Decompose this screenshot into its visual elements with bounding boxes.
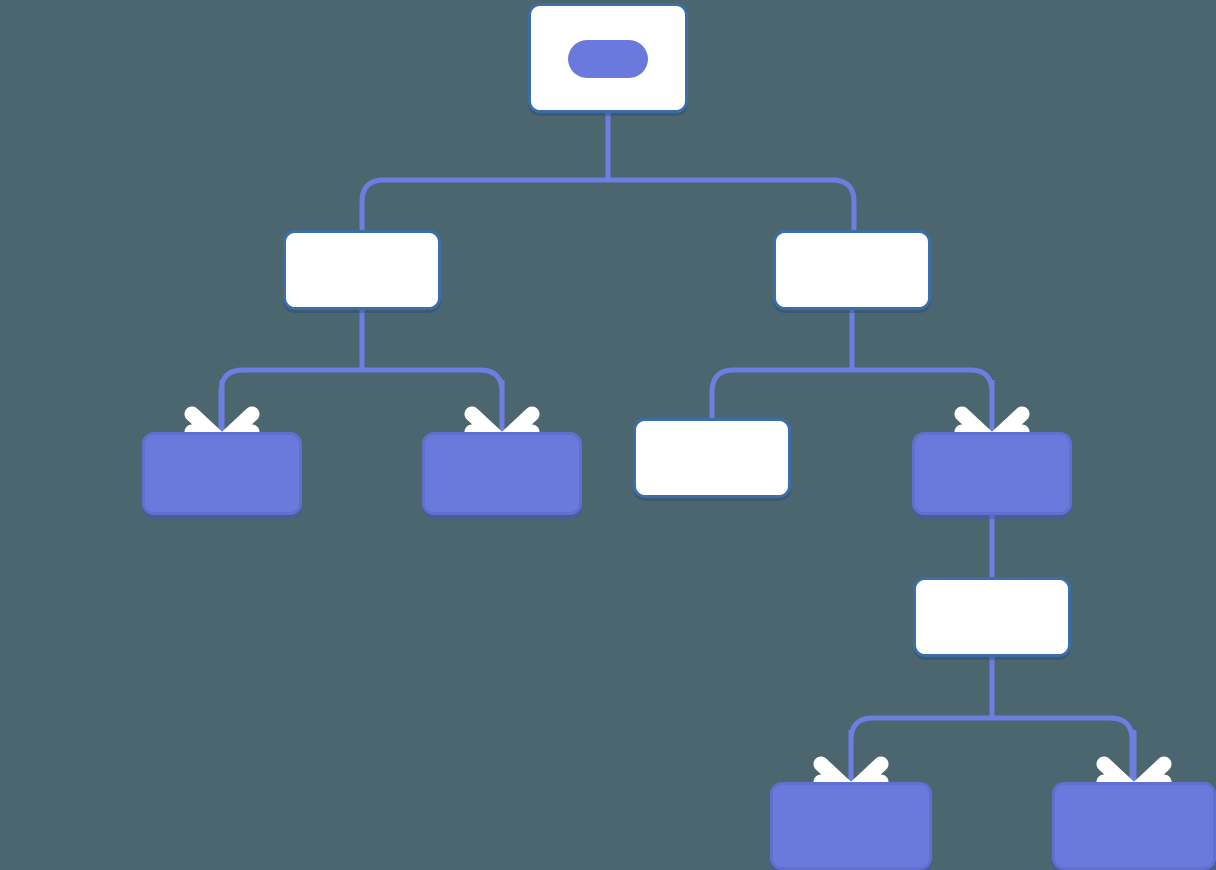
path-root-split	[359, 177, 857, 252]
leaf-node-g[interactable]	[1052, 782, 1216, 870]
leaf-node-b[interactable]	[422, 432, 582, 515]
detached-node-c[interactable]	[633, 418, 791, 498]
branch-node-left[interactable]	[283, 230, 441, 310]
branch-node-d[interactable]	[912, 432, 1072, 515]
root-pill	[568, 40, 648, 78]
branch-node-right[interactable]	[773, 230, 931, 310]
leaf-node-a[interactable]	[142, 432, 302, 515]
leaf-node-f[interactable]	[770, 782, 932, 870]
path-e-split	[848, 715, 1135, 790]
branch-node-e[interactable]	[913, 577, 1071, 657]
path-left-split	[218, 367, 505, 440]
